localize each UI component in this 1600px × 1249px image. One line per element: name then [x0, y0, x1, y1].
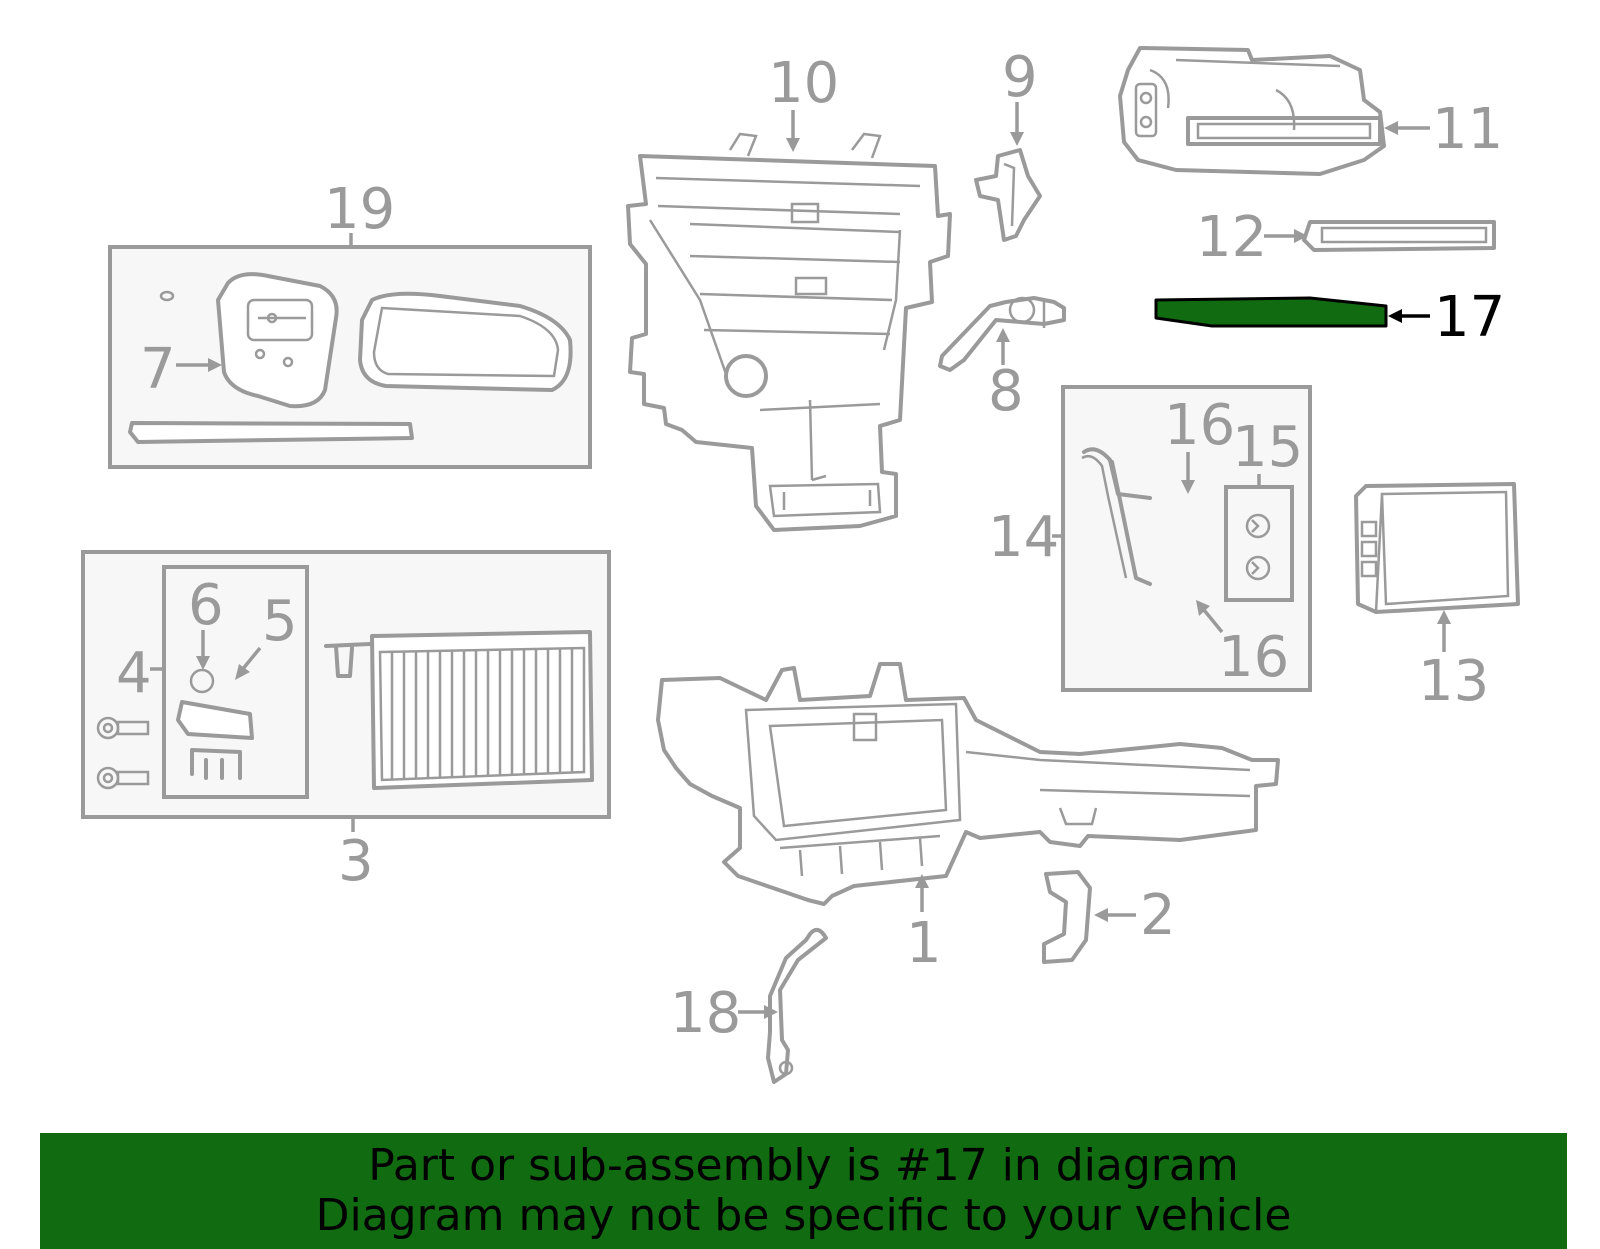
- group-3-box: [81, 550, 611, 832]
- callout-18: 18: [670, 981, 741, 1046]
- clip-icon: [1245, 555, 1271, 581]
- callout-2: 2: [1140, 883, 1176, 948]
- callout-12: 12: [1196, 205, 1267, 270]
- callout-15: 15: [1232, 415, 1303, 480]
- group-14-box: [1052, 385, 1312, 692]
- part-17-highlighted: [1154, 296, 1388, 328]
- callout-10: 10: [768, 51, 839, 116]
- callout-1: 1: [906, 911, 942, 976]
- part-13-heater-core: [1354, 482, 1520, 614]
- part-8: [938, 296, 1066, 372]
- clip-icon: [1245, 513, 1271, 539]
- callout-16-bottom: 16: [1218, 625, 1289, 690]
- part-10-housing: [626, 132, 952, 532]
- part-2: [1042, 870, 1092, 964]
- callout-17: 17: [1434, 285, 1505, 350]
- callout-6: 6: [188, 573, 224, 638]
- callout-7: 7: [140, 337, 176, 402]
- callout-14: 14: [988, 505, 1059, 570]
- callout-19: 19: [324, 177, 395, 242]
- callout-8: 8: [988, 359, 1024, 424]
- part-12-filter: [1302, 220, 1496, 252]
- part-11-blower: [1118, 46, 1386, 176]
- banner-line-2: Diagram may not be specific to your vehi…: [315, 1190, 1292, 1241]
- screw-icon: [96, 766, 150, 790]
- callout-5: 5: [262, 589, 298, 654]
- screw-icon: [96, 716, 150, 740]
- callout-3: 3: [338, 829, 374, 894]
- group-19-box: [108, 233, 592, 469]
- part-1-lower-housing: [656, 662, 1280, 906]
- part-9: [974, 148, 1042, 242]
- callout-16-top: 16: [1164, 393, 1235, 458]
- callout-9: 9: [1002, 45, 1038, 110]
- callout-4: 4: [116, 641, 152, 706]
- banner-line-1: Part or sub-assembly is #17 in diagram: [368, 1140, 1239, 1191]
- part-18-drain: [766, 927, 828, 1084]
- info-banner: Part or sub-assembly is #17 in diagram D…: [40, 1133, 1567, 1249]
- callout-13: 13: [1418, 649, 1489, 714]
- callout-11: 11: [1432, 97, 1503, 162]
